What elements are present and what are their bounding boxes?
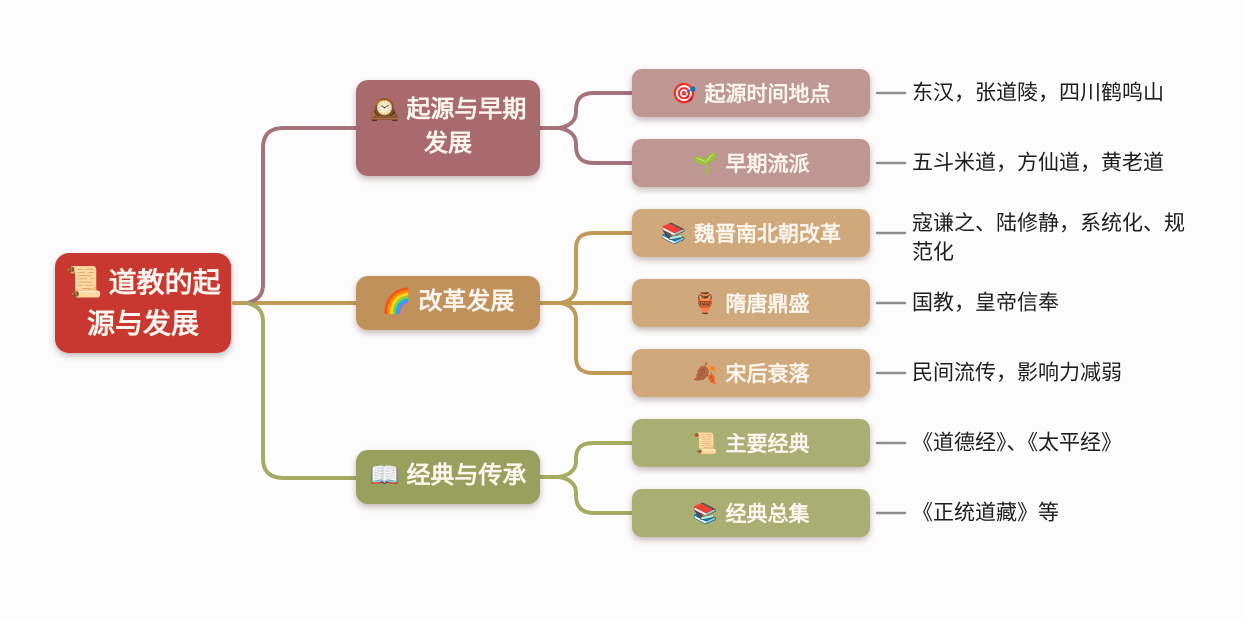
child-node-main-classics[interactable]: 📜 主要经典 [632, 419, 870, 467]
amphora-icon: 🏺 [692, 292, 718, 315]
connector-reform-child-1 [559, 231, 633, 305]
note-main-classics: 《道德经》、《太平经》 [912, 430, 1122, 455]
root-label: 道教的起源与发展 [86, 267, 221, 340]
child-label: 经典总集 [725, 502, 810, 526]
note-suitang-peak: 国教，皇帝信奉 [912, 290, 1059, 315]
branch-node-reform-development[interactable]: 🌈改革发展 [356, 276, 540, 330]
branch-label: 起源与早期发展 [406, 97, 527, 157]
branch-node-origin-early[interactable]: 🕰️起源与早期发展 [356, 80, 540, 176]
child-node-classic-collection[interactable]: 📚 经典总集 [632, 489, 870, 537]
clock-icon: 🕰️ [369, 97, 400, 124]
target-icon: 🎯 [671, 82, 697, 105]
child-label: 早期流派 [725, 152, 810, 176]
connector-origin-child-1 [557, 91, 633, 130]
child-node-weijin-reform[interactable]: 📚 魏晋南北朝改革 [632, 209, 870, 257]
connector-root-to-origin [245, 126, 358, 305]
child-label: 起源时间地点 [704, 82, 831, 106]
child-node-post-song-decline[interactable]: 🍂 宋后衰落 [632, 349, 870, 397]
note-post-song-decline: 民间流传，影响力减弱 [912, 360, 1122, 385]
child-label: 隋唐鼎盛 [725, 292, 810, 316]
child-node-suitang-peak[interactable]: 🏺 隋唐鼎盛 [632, 279, 870, 327]
rainbow-icon: 🌈 [381, 289, 412, 316]
branch-node-classics-heritage[interactable]: 📖经典与传承 [356, 450, 540, 504]
branch-label: 改革发展 [418, 289, 515, 316]
connector-reform-child-3 [559, 301, 633, 375]
leaf-dashes [875, 91, 907, 515]
child-label: 主要经典 [725, 432, 810, 456]
note-early-schools: 五斗米道，方仙道，黄老道 [912, 150, 1164, 175]
note-origin-time-place: 东汉，张道陵，四川鹤鸣山 [912, 80, 1164, 105]
connector-origin-child-2 [557, 126, 633, 165]
child-label: 魏晋南北朝改革 [693, 222, 841, 246]
branch-label: 经典与传承 [406, 463, 527, 490]
note-weijin-reform: 寇谦之、陆修静，系统化、规范化 [912, 211, 1185, 264]
open-book-icon: 📖 [369, 463, 400, 490]
seedling-icon: 🌱 [692, 152, 718, 175]
note-classic-collection: 《正统道藏》等 [912, 500, 1059, 525]
child-node-early-schools[interactable]: 🌱 早期流派 [632, 139, 870, 187]
connector-classics-child-2 [557, 475, 633, 515]
child-node-origin-time-place[interactable]: 🎯 起源时间地点 [632, 69, 870, 117]
books-icon: 📚 [661, 222, 686, 245]
connector-classics-child-1 [557, 441, 633, 479]
child-label: 宋后衰落 [725, 362, 810, 386]
scroll-icon: 📜 [65, 265, 103, 299]
fallen-leaf-icon: 🍂 [692, 362, 718, 385]
scroll-icon: 📜 [692, 432, 718, 455]
books-icon: 📚 [692, 502, 718, 525]
connector-root-to-classics [245, 301, 358, 480]
root-node-taoism-origin[interactable]: 📜道教的起源与发展 [55, 253, 231, 353]
